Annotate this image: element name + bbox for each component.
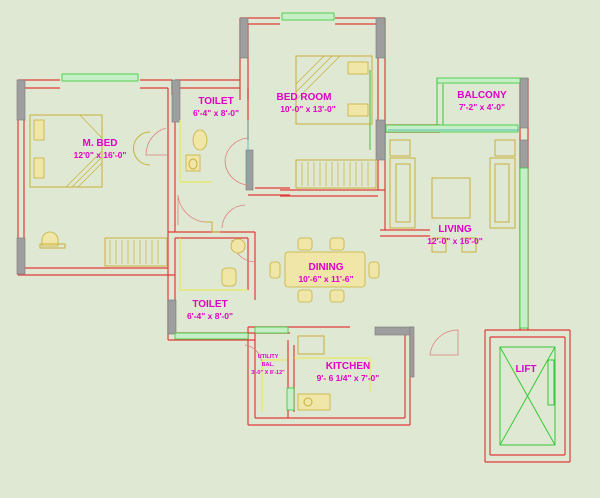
lift-shaft (499, 346, 556, 446)
size-bedroom: 10'-0" x 13'-0" (280, 104, 336, 114)
master-bed (29, 114, 103, 188)
room-labels: M. BED 12'0" x 16'-0" TOILET 6'-4" x 8'-… (74, 90, 537, 383)
label-living: LIVING (438, 224, 472, 235)
size-balcony: 7'-2" x 4'-0" (459, 102, 505, 112)
toilet-1-fixtures (179, 120, 212, 183)
label-m-bed: M. BED (83, 138, 118, 149)
label-kitchen: KITCHEN (326, 361, 370, 372)
kitchen-fixtures (261, 335, 371, 412)
label-balcony: BALCONY (457, 90, 507, 101)
misc-line (205, 221, 220, 233)
size-toilet-1: 6'-4" x 8'-0" (193, 108, 239, 118)
size-utility: 3'-0" X 8'-12" (251, 370, 285, 376)
toilet-2-fixtures (179, 238, 248, 291)
columns (16, 17, 529, 378)
master-wardrobe (104, 237, 168, 267)
label-utility: UTILITY (258, 354, 279, 360)
size-toilet-2: 6'-4" x 8'-0" (187, 311, 233, 321)
windows (61, 12, 529, 411)
bedroom-bed (295, 55, 373, 125)
label-dining: DINING (309, 262, 344, 273)
study-chair (39, 231, 66, 249)
wardrobe-arc (133, 131, 151, 166)
dining-table (269, 237, 380, 303)
bedroom-wardrobe (295, 159, 377, 189)
size-dining: 10'-6" x 11'-6" (298, 274, 353, 284)
label-bedroom: BED ROOM (277, 92, 332, 103)
label-utility-bal: BAL. (262, 362, 275, 368)
label-toilet-1: TOILET (198, 96, 233, 107)
size-kitchen: 9'- 6 1/4" x 7'-0" (317, 373, 380, 383)
size-living: 12'-0" x 16'-0" (427, 236, 483, 246)
label-toilet-2: TOILET (192, 299, 227, 310)
label-lift: LIFT (515, 364, 536, 375)
size-m-bed: 12'0" x 16'-0" (74, 150, 127, 160)
living-furniture (388, 129, 520, 253)
